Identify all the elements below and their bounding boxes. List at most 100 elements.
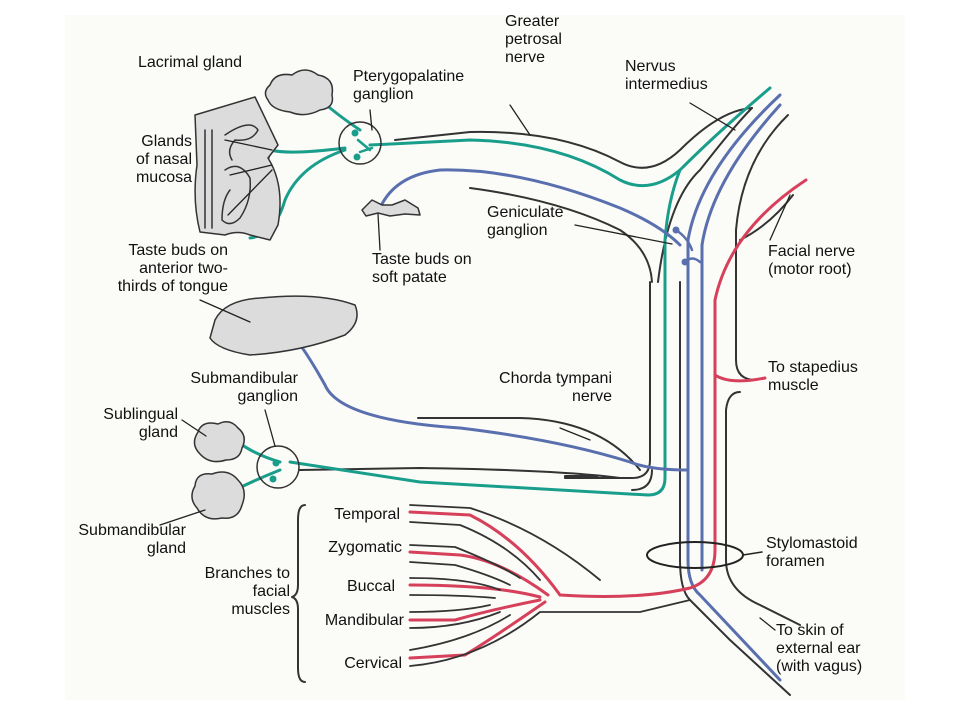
intermedius-teal-trunk [288, 168, 682, 497]
label-skin-ear-line1: To skin of [776, 622, 844, 639]
temporal-branch [408, 510, 562, 597]
tongue [209, 295, 358, 356]
label-facial-motor-line1: Facial nerve [768, 243, 856, 260]
ganglia [256, 121, 702, 489]
nasal-details [204, 124, 259, 229]
nasal-turbinate-upper [224, 124, 259, 161]
branch-outline-3 [409, 544, 521, 579]
label-sublingual-line2: gland [138, 424, 178, 441]
sublingual-gland [193, 421, 245, 463]
submandibular-dot-2 [269, 475, 277, 483]
greater-petrosal-fiber [368, 86, 772, 188]
label-submandibular-ganglion: Submandibular ganglion [160, 370, 298, 406]
label-taste-soft-palate: Taste buds on soft patate [372, 251, 472, 287]
branch-outline-9 [409, 614, 511, 651]
chorda-outline-lower [299, 467, 621, 479]
pointer-facial-motor [769, 194, 791, 241]
label-taste-tongue-line1: Taste buds on [128, 242, 228, 259]
label-nervus-intermedius: Nervus intermedius [625, 58, 708, 94]
branch-outline-2 [409, 521, 541, 581]
soft-palate-tissue [361, 199, 421, 217]
label-stapedius-line2: muscle [768, 377, 819, 394]
label-greater-petrosal-line2: petrosal [505, 31, 562, 48]
pointer-chorda [559, 427, 591, 441]
label-stapedius: To stapedius muscle [768, 359, 858, 395]
nasal-septum [204, 129, 213, 229]
label-sm-gland-line1: Submandibular [78, 522, 186, 539]
label-pterygopalatine-line1: Pterygopalatine [353, 68, 465, 85]
pterygopalatine-fiber [356, 138, 374, 154]
facial-motor-root [558, 178, 808, 598]
label-greater-petrosal-line3: nerve [505, 49, 546, 66]
branch-outlines [409, 504, 691, 667]
label-greater-petrosal-line1: Greater [505, 13, 560, 30]
label-chorda-line1: Chorda tympani [499, 370, 612, 387]
label-taste-soft-line1: Taste buds on [372, 251, 472, 268]
petrosal-outline-lower [469, 187, 653, 283]
chorda-outline-upper [417, 417, 641, 471]
branch-outline-6 [409, 594, 496, 599]
label-pterygopalatine-line2: ganglion [353, 86, 414, 103]
label-temporal: Temporal [334, 506, 400, 523]
label-facial-motor: Facial nerve (motor root) [768, 243, 855, 279]
label-stapedius-line1: To stapedius [768, 359, 858, 376]
label-sublingual-gland: Sublingual gland [84, 406, 178, 442]
pterygopalatine-dot-1 [351, 129, 359, 137]
branch-outline-7 [409, 604, 491, 613]
trunk-outline-right-lower [725, 391, 801, 626]
branch-outline-8 [409, 611, 501, 629]
pterygopalatine-ganglion-ring [338, 121, 382, 165]
buccal-branch [408, 583, 542, 599]
pointer-submandibular-ganglion [264, 409, 276, 447]
label-greater-petrosal: Greater petrosal nerve [505, 13, 562, 67]
label-branches-line1: Branches to [204, 565, 290, 582]
label-taste-soft-line2: soft patate [372, 269, 447, 286]
pointer-lines [159, 102, 791, 631]
petrosal-outline-upper [394, 107, 753, 169]
label-sm-ganglion-line2: ganglion [237, 388, 299, 405]
trunk-outline-right [735, 114, 789, 381]
pointer-sublingual [181, 419, 207, 437]
pterygopalatine-dot-2 [353, 153, 361, 161]
pointer-nasal-1 [224, 139, 273, 151]
label-nasal-glands-line3: mucosa [135, 169, 192, 186]
label-chorda-line2: nerve [571, 388, 612, 405]
nasal-cavity-shape [194, 96, 281, 241]
submandibular-dot-1 [272, 459, 280, 467]
soft-palate-fiber [378, 168, 682, 247]
label-sm-gland-line2: gland [146, 540, 186, 557]
branch-outline-1 [409, 504, 601, 581]
glands [191, 69, 421, 520]
label-sm-ganglion-line1: Submandibular [190, 370, 298, 387]
label-buccal: Buccal [346, 578, 395, 595]
label-skin-ear-line2: external ear [776, 640, 861, 657]
label-pterygopalatine: Pterygopalatine ganglion [353, 68, 464, 104]
stylomastoid-pointer [742, 551, 763, 556]
label-nasal-glands: Glands of nasal mucosa [110, 133, 192, 187]
branch-outline-10 [409, 599, 691, 667]
label-nasal-glands-line2: of nasal [135, 151, 192, 168]
mandibular-branch [408, 598, 542, 622]
lacrimal-gland [264, 69, 334, 116]
submandibular-ganglion-ring [256, 445, 300, 489]
label-skin-ear-line3: (with vagus) [776, 658, 863, 675]
label-branches-line3: muscles [231, 601, 290, 618]
pointer-geniculate [574, 224, 673, 245]
trunk-outline-left-lower [631, 469, 653, 491]
label-cervical: Cervical [344, 655, 402, 672]
label-submandibular-gland: Submandibular gland [64, 522, 186, 558]
label-branches-to-facial-muscles: Branches to facial muscles [180, 565, 290, 619]
label-taste-tongue-line2: anterior two- [139, 260, 228, 277]
branch-outline-5 [409, 577, 501, 591]
label-stylomastoid: Stylomastoid foramen [766, 535, 858, 571]
label-taste-tongue-line3: thirds of tongue [117, 278, 228, 295]
submandibular-gland [191, 471, 245, 520]
nasal-turbinate-lower [221, 165, 252, 225]
pointer-pterygopalatine [369, 109, 373, 131]
label-chorda-tympani: Chorda tympani nerve [470, 370, 612, 406]
pointer-nasal-2 [229, 164, 273, 176]
intermedius-blue-2 [700, 103, 782, 572]
label-branches-line2: facial [252, 583, 290, 600]
label-skin-external-ear: To skin of external ear (with vagus) [776, 622, 862, 676]
